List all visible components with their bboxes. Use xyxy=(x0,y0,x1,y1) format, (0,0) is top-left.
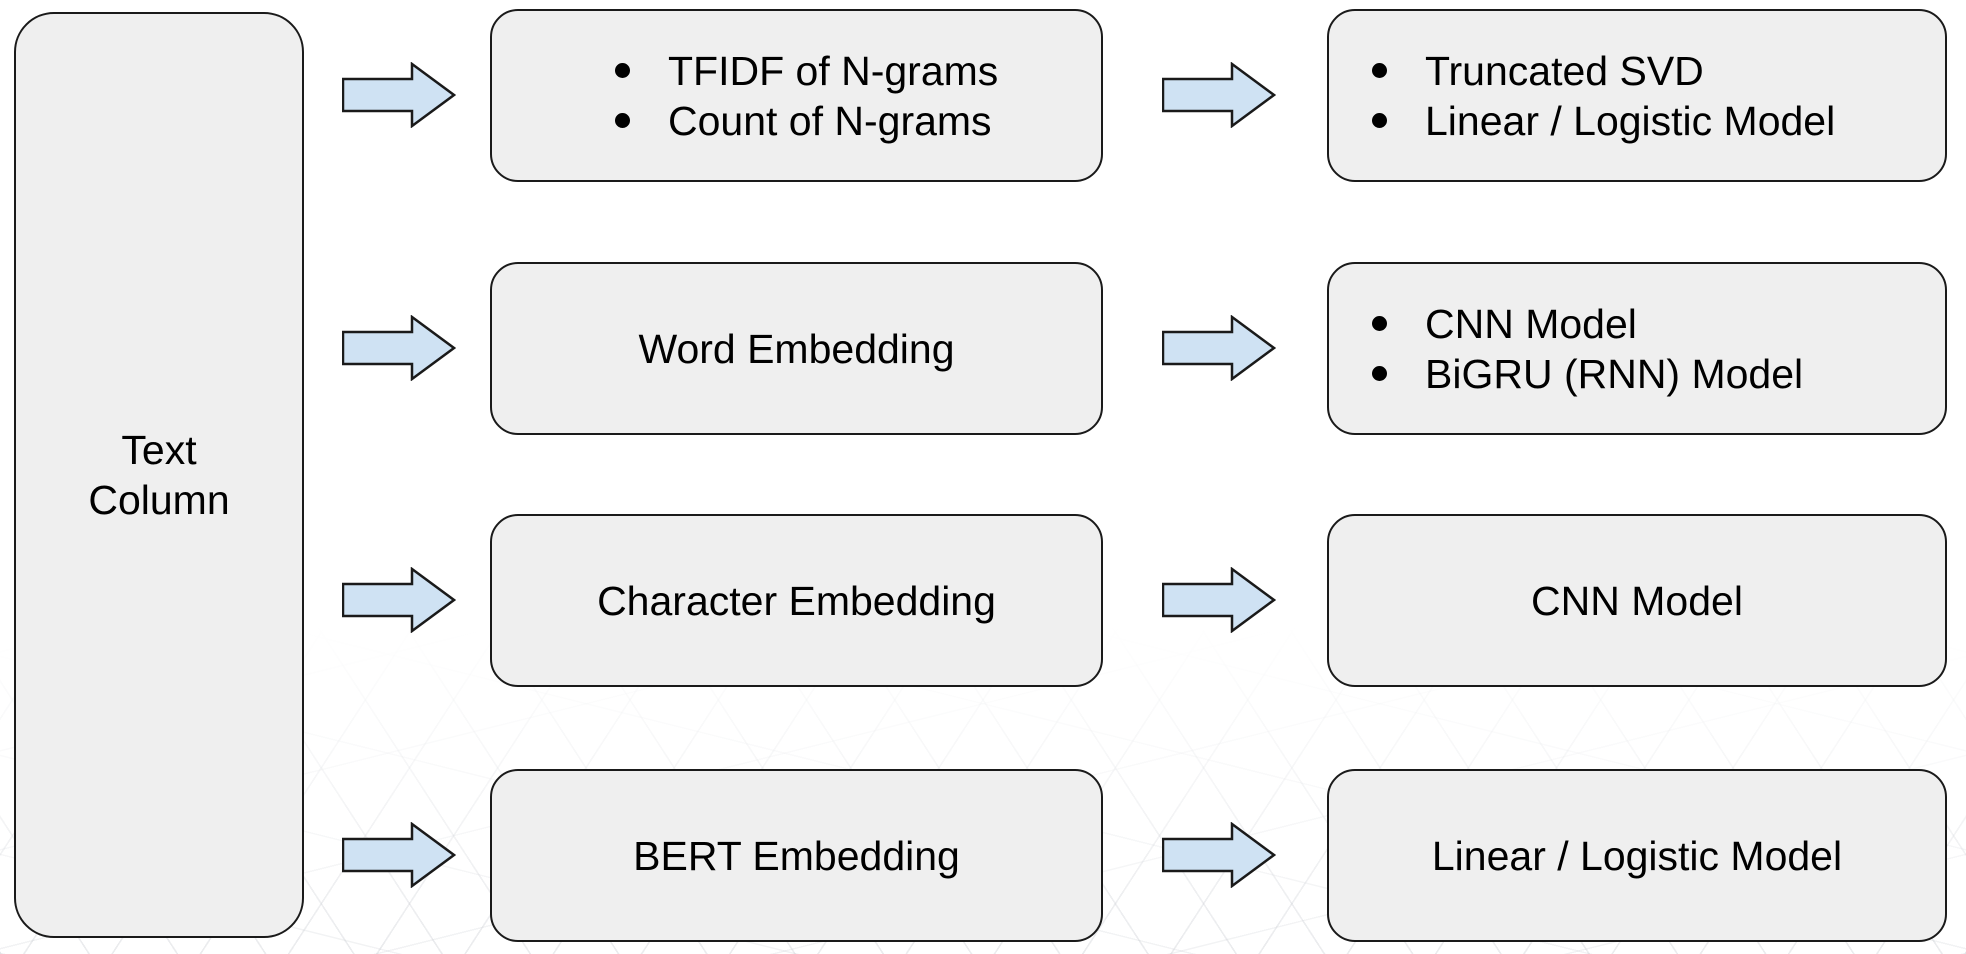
list-item-label: BiGRU (RNN) Model xyxy=(1425,350,1804,397)
bullet-icon xyxy=(615,63,630,78)
feature-box-ngrams: TFIDF of N-grams Count of N-grams xyxy=(490,9,1103,182)
list-item: TFIDF of N-grams xyxy=(615,46,1101,96)
feature-box-word-embedding: Word Embedding xyxy=(490,262,1103,435)
list-item-label: Linear / Logistic Model xyxy=(1425,97,1836,144)
model-box-svd-linear: Truncated SVD Linear / Logistic Model xyxy=(1327,9,1947,182)
box-label: CNN Model xyxy=(1531,577,1743,624)
box-label: Word Embedding xyxy=(638,325,955,372)
list-item: Truncated SVD xyxy=(1372,46,1945,96)
list-item-label: TFIDF of N-grams xyxy=(668,47,999,94)
list-item: CNN Model xyxy=(1372,299,1945,349)
list-item: Linear / Logistic Model xyxy=(1372,96,1945,146)
list-item: BiGRU (RNN) Model xyxy=(1372,349,1945,399)
arrow-right-icon xyxy=(1162,567,1276,633)
list-item-label: CNN Model xyxy=(1425,300,1637,347)
arrow-right-icon xyxy=(342,567,456,633)
arrow-right-icon xyxy=(1162,315,1276,381)
bullet-icon xyxy=(615,113,630,128)
feature-box-bert-embedding: BERT Embedding xyxy=(490,769,1103,942)
text-column-box: Text Column xyxy=(14,12,304,938)
bullet-icon xyxy=(1372,113,1387,128)
list-item-label: Count of N-grams xyxy=(668,97,992,144)
list-item-label: Truncated SVD xyxy=(1425,47,1704,94)
box-label: Character Embedding xyxy=(597,577,996,624)
row-3: Character Embedding CNN Model xyxy=(0,514,1966,687)
bullet-icon xyxy=(1372,63,1387,78)
row-4: BERT Embedding Linear / Logistic Model xyxy=(0,769,1966,942)
model-box-cnn-bigru: CNN Model BiGRU (RNN) Model xyxy=(1327,262,1947,435)
arrow-right-icon xyxy=(342,315,456,381)
feature-box-character-embedding: Character Embedding xyxy=(490,514,1103,687)
bullet-icon xyxy=(1372,316,1387,331)
bullet-icon xyxy=(1372,366,1387,381)
box-label: BERT Embedding xyxy=(633,832,960,879)
row-1: TFIDF of N-grams Count of N-grams Trunca… xyxy=(0,9,1966,182)
arrow-right-icon xyxy=(342,822,456,888)
list-item: Count of N-grams xyxy=(615,96,1101,146)
box-label: Linear / Logistic Model xyxy=(1431,832,1843,879)
arrow-right-icon xyxy=(1162,822,1276,888)
model-box-linear-logistic: Linear / Logistic Model xyxy=(1327,769,1947,942)
model-box-cnn: CNN Model xyxy=(1327,514,1947,687)
arrow-right-icon xyxy=(1162,62,1276,128)
arrow-right-icon xyxy=(342,62,456,128)
text-column-label: Text Column xyxy=(88,427,230,523)
row-2: Word Embedding CNN Model BiGRU (RNN) Mod… xyxy=(0,262,1966,435)
